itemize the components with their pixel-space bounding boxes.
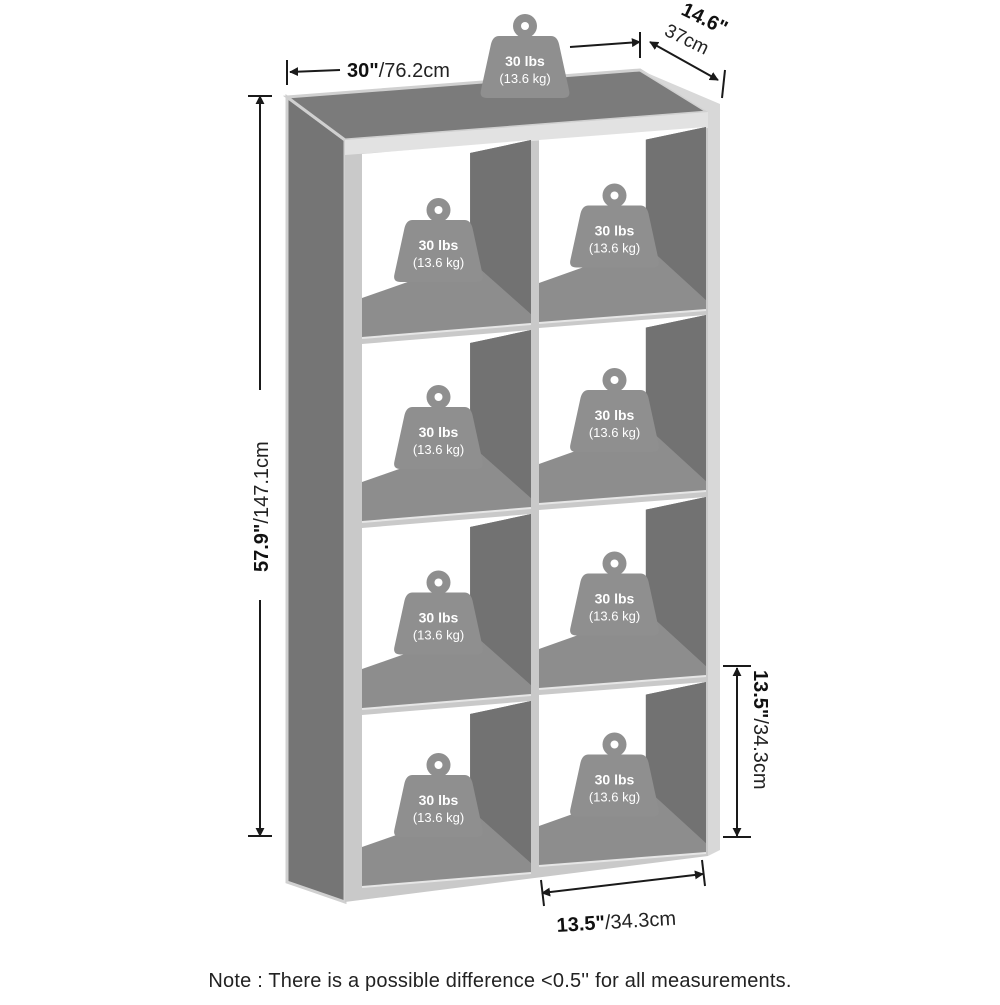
- left-side-panel: [285, 94, 347, 905]
- cube-front-edge: [361, 507, 532, 523]
- weight-kg: (13.6 kg): [589, 790, 640, 805]
- weight-handle-hole: [610, 191, 619, 200]
- weight-kg: (13.6 kg): [499, 71, 550, 86]
- cube-front-edge: [538, 309, 707, 324]
- weight-handle-hole: [434, 761, 443, 769]
- weight-icon-cube: 30 lbs (13.6 kg): [570, 368, 659, 452]
- weight-icon-cube: 30 lbs (13.6 kg): [394, 570, 483, 655]
- weight-lbs: 30 lbs: [419, 610, 459, 626]
- cube-front-edge: [538, 852, 707, 867]
- cube-compartment: [361, 140, 532, 339]
- weight-icon-cube: 30 lbs (13.6 kg): [570, 183, 659, 268]
- depth-arrow: [649, 41, 719, 81]
- weight-lbs: 30 lbs: [595, 407, 635, 423]
- weight-icon-top: 30 lbs (13.6 kg): [480, 14, 570, 98]
- height-label: 57.9"/147.1cm: [251, 441, 273, 572]
- weight-icon-cube: 30 lbs (13.6 kg): [570, 732, 659, 817]
- measurement-note: Note : There is a possible difference <0…: [208, 970, 792, 992]
- cube-back-wall: [470, 701, 531, 863]
- weight-body: [570, 205, 659, 268]
- weight-icon-cube: 30 lbs (13.6 kg): [394, 753, 483, 837]
- cube-back-wall: [645, 497, 706, 666]
- weight-handle-hole: [434, 393, 443, 401]
- right-edge: [640, 70, 720, 856]
- weight-kg: (13.6 kg): [413, 255, 464, 270]
- cube-floor: [539, 788, 706, 866]
- cube-floor: [362, 631, 531, 709]
- weight-body: [394, 775, 483, 837]
- weight-handle-hole: [434, 206, 443, 214]
- cube-width-label: 13.5"/34.3cm: [556, 908, 677, 937]
- weight-kg: (13.6 kg): [413, 810, 464, 825]
- cube-floor: [539, 426, 706, 504]
- cube-back-wall: [645, 315, 706, 481]
- weight-kg: (13.6 kg): [413, 628, 464, 643]
- cube-floor: [539, 611, 706, 689]
- cube-back-wall: [470, 514, 531, 685]
- weight-kg: (13.6 kg): [589, 609, 640, 624]
- weight-icon-cube: 30 lbs (13.6 kg): [394, 385, 483, 469]
- cube-front-edge: [361, 694, 532, 710]
- weight-lbs: 30 lbs: [595, 223, 635, 239]
- cube-back-wall: [470, 330, 531, 498]
- cube-width-tick-right: [701, 859, 706, 887]
- front-top-band: [345, 112, 708, 155]
- weight-lbs: 30 lbs: [505, 53, 545, 69]
- weight-kg: (13.6 kg): [413, 442, 464, 457]
- cube-floor: [539, 245, 706, 323]
- cube-floor: [362, 260, 531, 338]
- weight-body: [570, 390, 659, 452]
- cube-floor: [362, 444, 531, 522]
- weight-icon-cube: 30 lbs (13.6 kg): [570, 551, 659, 636]
- weight-kg: (13.6 kg): [589, 425, 640, 440]
- weight-handle-hole: [610, 559, 619, 568]
- depth-tick-right: [721, 69, 726, 99]
- weight-icons: 30 lbs (13.6 kg) 30 lbs (13.6 kg) 30 lbs (13.…: [394, 14, 659, 837]
- cube-back-wall: [470, 140, 531, 314]
- cube-width-arrow: [541, 870, 704, 897]
- weight-body: [394, 592, 483, 655]
- weight-lbs: 30 lbs: [419, 424, 459, 440]
- weight-body: [394, 407, 483, 469]
- weight-body: [570, 754, 659, 817]
- weight-handle-hole: [521, 22, 529, 30]
- weight-handle-hole: [610, 376, 619, 384]
- cube-back-wall: [645, 127, 706, 300]
- weight-handle-hole: [434, 578, 443, 587]
- cube-floor: [362, 809, 531, 887]
- dimension-lines: [248, 32, 751, 907]
- weight-lbs: 30 lbs: [595, 591, 635, 607]
- weight-body: [480, 36, 570, 98]
- weight-handle-hole: [610, 740, 619, 749]
- cube-width-tick-left: [540, 879, 545, 907]
- weight-lbs: 30 lbs: [419, 792, 459, 808]
- width-arrow-right: [569, 38, 641, 48]
- weight-body: [394, 220, 483, 282]
- cube-back-wall: [645, 682, 706, 843]
- weight-icon-cube: 30 lbs (13.6 kg): [394, 198, 483, 282]
- weight-body: [570, 573, 659, 636]
- weight-lbs: 30 lbs: [595, 772, 635, 788]
- width-arrow-left: [289, 67, 341, 77]
- cube-height-label: 13.5"/34.3cm: [749, 670, 771, 790]
- cube-front-edge: [538, 675, 707, 690]
- weight-lbs: 30 lbs: [419, 237, 459, 253]
- cube-front-edge: [538, 490, 707, 505]
- cube-front-edge: [361, 872, 532, 888]
- width-label: 30"/76.2cm: [347, 60, 450, 82]
- weight-kg: (13.6 kg): [589, 241, 640, 256]
- cube-front-edge: [361, 323, 532, 339]
